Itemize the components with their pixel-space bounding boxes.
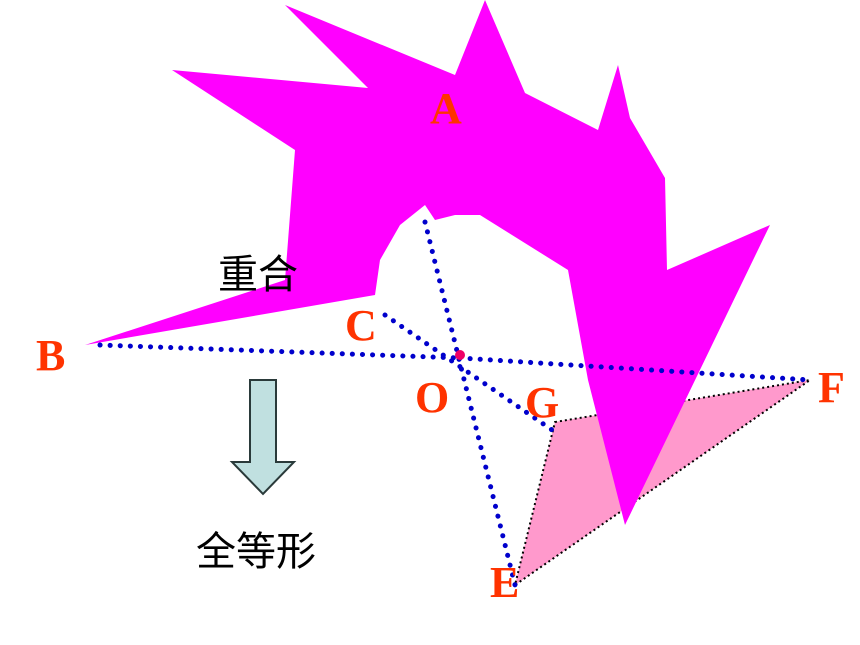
center-dot: [455, 350, 465, 360]
label-point-o: O: [415, 373, 449, 422]
star-shape: [85, 0, 770, 525]
line-b-o: [97, 342, 463, 361]
label-point-b: B: [36, 331, 65, 380]
down-arrow-icon: [229, 379, 297, 496]
dotted-lines: [97, 219, 813, 588]
line-c-g: [382, 312, 558, 435]
label-point-c: C: [345, 301, 377, 350]
label-congruent: 全等形: [196, 529, 316, 575]
label-coincide: 重合: [218, 252, 298, 298]
triangle-efg: [513, 379, 811, 588]
label-point-e: E: [490, 558, 519, 607]
line-o-toward-f: [457, 355, 813, 383]
label-point-g: G: [525, 378, 559, 427]
line-a-e: [422, 219, 518, 588]
label-point-a: A: [430, 84, 462, 133]
label-point-f: F: [818, 363, 845, 412]
